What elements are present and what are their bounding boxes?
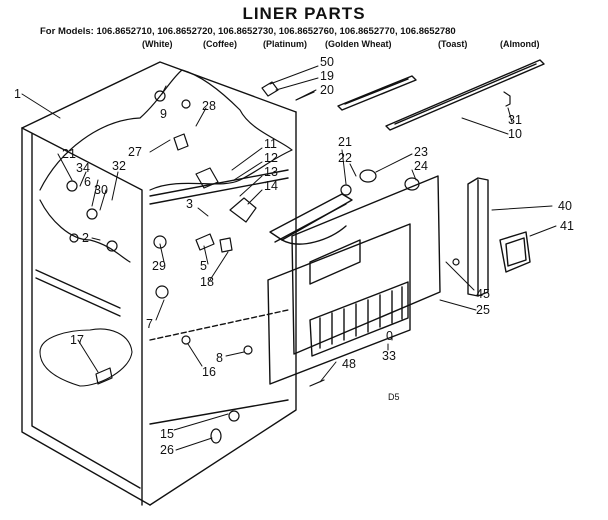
callout-label: 8 — [216, 351, 223, 365]
callout-label: 21 — [62, 147, 76, 161]
callout-label: 41 — [560, 219, 574, 233]
callout-label: 6 — [84, 175, 91, 189]
color-coffee: (Coffee) — [203, 39, 237, 49]
liner-cabinet — [21, 61, 297, 506]
callout-label: 3 — [186, 197, 193, 211]
color-golden-wheat: (Golden Wheat) — [325, 39, 392, 49]
callout-label: 50 — [320, 55, 334, 69]
callout-label: 33 — [382, 349, 396, 363]
callout-label: 10 — [508, 127, 522, 141]
callout-label: 15 — [160, 427, 174, 441]
tubing-lower — [39, 199, 131, 263]
callout-label: 1 — [14, 87, 21, 101]
leader-lines — [21, 65, 557, 451]
trim-strip — [467, 177, 489, 297]
color-white: (White) — [142, 39, 173, 49]
page-title: LINER PARTS — [242, 4, 366, 23]
callout-label: 27 — [128, 145, 142, 159]
callout-label: 17 — [70, 333, 84, 347]
callout-label: 19 — [320, 69, 334, 83]
callout-label: 34 — [76, 161, 90, 175]
callout-label: 18 — [200, 275, 214, 289]
callout-label: 2 — [82, 231, 89, 245]
crisper-outline — [39, 328, 133, 387]
callout-label: 26 — [160, 443, 174, 457]
callout-label: 28 — [202, 99, 216, 113]
control-housing — [269, 193, 353, 245]
callout-label: 48 — [342, 357, 356, 371]
shelf-rail-50 — [337, 75, 417, 111]
callout-label: 24 — [414, 159, 428, 173]
light-shield — [499, 231, 531, 273]
shelf-rail-10 — [385, 59, 545, 131]
callout-label: 14 — [264, 179, 278, 193]
interior-rails — [149, 169, 289, 425]
color-almond: (Almond) — [500, 39, 540, 49]
callout-label: 25 — [476, 303, 490, 317]
callout-label: 22 — [338, 151, 352, 165]
corner-mark: D5 — [388, 392, 400, 402]
callout-label: 20 — [320, 83, 334, 97]
callout-label: 21 — [338, 135, 352, 149]
callout-label: 29 — [152, 259, 166, 273]
callout-label: 7 — [146, 317, 153, 331]
tubing-wire — [39, 69, 293, 191]
callout-label: 11 — [264, 137, 277, 151]
callout-label: 31 — [508, 113, 522, 127]
callout-label: 5 — [200, 259, 207, 273]
liner-panel — [291, 175, 441, 355]
hardware-parts — [66, 81, 511, 444]
callout-label: 45 — [476, 287, 490, 301]
callout-label: 13 — [264, 165, 278, 179]
color-platinum: (Platinum) — [263, 39, 307, 49]
callout-label: 32 — [112, 159, 126, 173]
callout-label: 23 — [414, 145, 428, 159]
callout-label: 9 — [160, 107, 167, 121]
callout-label: 12 — [264, 151, 278, 165]
callout-label: 40 — [558, 199, 572, 213]
callout-label: 0 — [386, 329, 393, 343]
models-line: For Models: 106.8652710, 106.8652720, 10… — [40, 26, 456, 37]
vent-grille — [267, 223, 411, 385]
color-toast: (Toast) — [438, 39, 468, 49]
callout-label: 16 — [202, 365, 216, 379]
callout-label: 30 — [94, 183, 108, 197]
